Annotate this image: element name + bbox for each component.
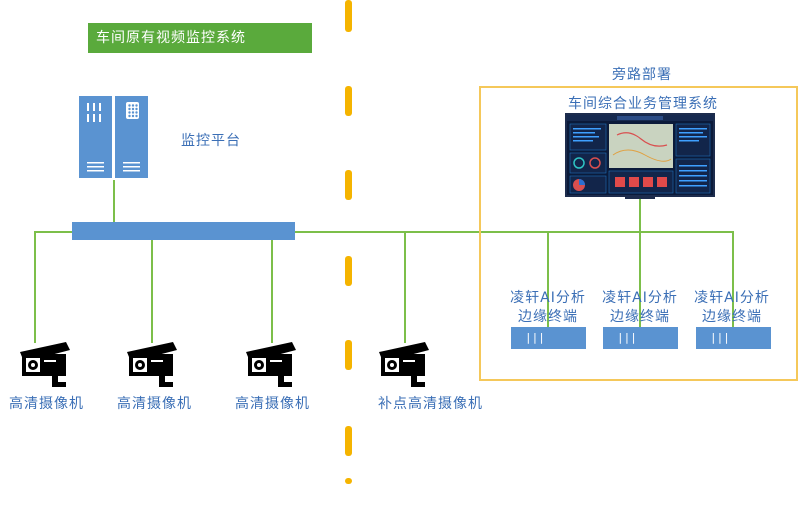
screen-stand [625,197,655,199]
network-switch [72,222,295,240]
camera-4-link [404,231,406,343]
divider-segment [345,256,352,286]
edge-terminal-label-line2: 边缘终端 [518,309,578,325]
dashboard-thumbnail-icon [567,115,713,194]
edge-terminal-3-label: 凌轩AI分析 边缘终端 [687,289,777,327]
divider-segment [345,426,352,456]
edge-terminal-label-line2: 边缘终端 [610,309,670,325]
edge-1-link [547,231,549,327]
system-title: 车间原有视频监控系统 [88,23,312,53]
camera-3 [246,342,300,392]
edge-terminal-1-label: 凌轩AI分析 边缘终端 [503,289,593,327]
cctv-camera-icon [379,342,429,387]
divider-segment [345,0,352,32]
camera-2-link [151,240,153,343]
server-vents-icon [87,103,104,172]
camera-2-label: 高清摄像机 [117,396,192,412]
edge-terminal-label-line1: 凌轩AI分析 [602,290,678,306]
management-system-label: 车间综合业务管理系统 [568,96,718,112]
camera-1-link [34,231,36,343]
divider-segment [345,340,352,370]
divider-segment [345,86,352,116]
camera-3-label: 高清摄像机 [235,396,310,412]
edge-terminal-2-label: 凌轩AI分析 边缘终端 [595,289,685,327]
camera-4-label: 补点高清摄像机 [378,396,483,412]
bypass-deployment-box [479,86,798,381]
server-unit-right [115,96,148,178]
edge-terminal-1: ||| [511,327,586,349]
edge-terminal-label-line1: 凌轩AI分析 [510,290,586,306]
server-to-switch-link [113,180,115,222]
server-unit-left [79,96,112,178]
edge-2-link [639,197,641,327]
camera-4 [379,342,433,392]
edge-terminal-2: ||| [603,327,678,349]
cctv-camera-icon [20,342,70,387]
dashboard-screen [565,113,715,197]
camera-1 [20,342,74,392]
divider-segment [345,170,352,200]
camera-2 [127,342,181,392]
edge-terminal-label-line1: 凌轩AI分析 [694,290,770,306]
main-bus-line [34,231,734,233]
server-keypad-icon [123,102,140,172]
edge-3-link [732,231,734,327]
platform-label: 监控平台 [181,133,241,149]
camera-3-link [271,240,273,343]
camera-1-label: 高清摄像机 [9,396,84,412]
edge-terminal-label-line2: 边缘终端 [702,309,762,325]
edge-terminal-3: ||| [696,327,771,349]
monitoring-server [79,96,149,180]
cctv-camera-icon [127,342,177,387]
cctv-camera-icon [246,342,296,387]
divider-segment [345,478,352,484]
bypass-section-label: 旁路部署 [612,67,672,83]
